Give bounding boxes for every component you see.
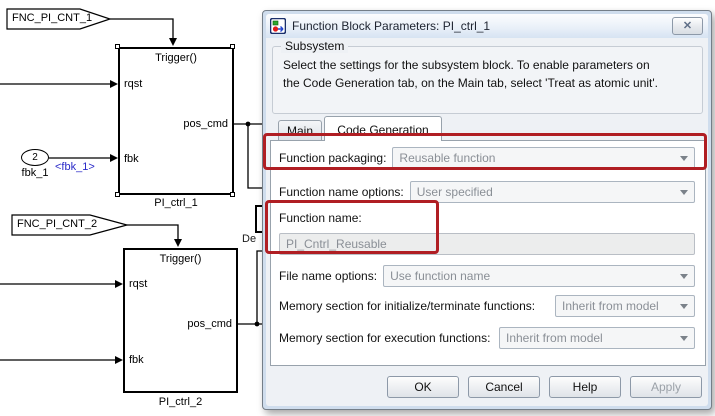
trigger-port-label: Trigger() xyxy=(159,253,202,265)
dialog-buttons: OK Cancel Help Apply xyxy=(387,376,702,398)
file-name-options-dropdown[interactable]: Use function name xyxy=(383,265,695,287)
groupbox-title: Subsystem xyxy=(281,39,349,53)
memory-exec-dropdown[interactable]: Inherit from model xyxy=(499,327,695,349)
help-button[interactable]: Help xyxy=(549,376,621,398)
function-packaging-dropdown[interactable]: Reusable function xyxy=(392,147,695,169)
dialog-title: Function Block Parameters: PI_ctrl_1 xyxy=(292,19,491,33)
block2-name: PI_ctrl_2 xyxy=(158,396,203,408)
rqst-port-label: rqst xyxy=(129,278,148,290)
cancel-button[interactable]: Cancel xyxy=(468,376,540,398)
selection-handle[interactable] xyxy=(230,44,235,49)
function-name-label: Function name: xyxy=(279,211,362,225)
rqst-port-label: rqst xyxy=(124,78,143,90)
file-name-options-value: Use function name xyxy=(390,269,491,283)
selection-handle[interactable] xyxy=(115,192,120,197)
trigger-port-label: Trigger() xyxy=(155,52,197,64)
ok-button[interactable]: OK xyxy=(387,376,459,398)
memory-init-dropdown[interactable]: Inherit from model xyxy=(555,295,695,317)
description-line-2: the Code Generation tab, on the Main tab… xyxy=(283,76,659,90)
block1-name: PI_ctrl_1 xyxy=(154,197,198,209)
function-name-input[interactable]: PI_Cntrl_Reusable xyxy=(279,233,695,255)
apply-button[interactable]: Apply xyxy=(630,376,702,398)
memory-exec-label: Memory section for execution functions: xyxy=(279,331,491,345)
dialog-content: Subsystem Select the settings for the su… xyxy=(266,38,708,406)
chevron-down-icon xyxy=(680,274,688,279)
subsystem-block-pi-ctrl-2[interactable]: Trigger() rqst fbk pos_cmd xyxy=(123,248,238,393)
goto-tag-1-shape xyxy=(6,8,112,30)
description-line-1: Select the settings for the subsystem bl… xyxy=(283,58,650,72)
function-packaging-label: Function packaging: xyxy=(279,151,387,165)
partially-hidden-text: De xyxy=(242,233,257,245)
pos-cmd-port-label: pos_cmd xyxy=(183,118,228,130)
memory-exec-value: Inherit from model xyxy=(506,331,603,345)
chevron-down-icon xyxy=(680,190,688,195)
chevron-down-icon xyxy=(680,156,688,161)
tab-code-generation[interactable]: Code Generation xyxy=(324,116,442,141)
function-name-options-label: Function name options: xyxy=(279,185,404,199)
selection-handle[interactable] xyxy=(115,44,120,49)
subsystem-groupbox: Subsystem Select the settings for the su… xyxy=(272,39,703,114)
dialog-titlebar[interactable]: Function Block Parameters: PI_ctrl_1 ✕ xyxy=(266,14,708,38)
memory-init-value: Inherit from model xyxy=(562,299,659,313)
fbk-port-label: fbk xyxy=(124,153,139,165)
subsystem-block-pi-ctrl-1[interactable]: Trigger() rqst fbk pos_cmd xyxy=(118,47,234,195)
goto-tag-2[interactable]: FNC_PI_CNT_2 xyxy=(17,218,98,230)
fbk-port-label: fbk xyxy=(129,354,144,366)
close-icon[interactable]: ✕ xyxy=(672,17,703,35)
function-packaging-value: Reusable function xyxy=(399,151,496,165)
goto-tag-1[interactable]: FNC_PI_CNT_1 xyxy=(12,12,93,24)
goto-tag-2-shape xyxy=(11,214,130,236)
inport-block[interactable]: 2 xyxy=(21,149,49,166)
chevron-down-icon xyxy=(680,304,688,309)
function-block-parameters-dialog: Function Block Parameters: PI_ctrl_1 ✕ S… xyxy=(262,10,712,410)
function-name-options-dropdown[interactable]: User specified xyxy=(409,181,695,203)
pos-cmd-port-label: pos_cmd xyxy=(187,318,232,330)
tab-main[interactable]: Main xyxy=(278,120,322,140)
code-generation-panel: Function packaging: Reusable function Fu… xyxy=(270,140,706,366)
file-name-options-label: File name options: xyxy=(279,269,378,283)
signal-label: <fbk_1> xyxy=(55,161,95,173)
inport-name: fbk_1 xyxy=(21,167,49,179)
chevron-down-icon xyxy=(680,336,688,341)
memory-init-label: Memory section for initialize/terminate … xyxy=(279,299,536,313)
function-name-options-value: User specified xyxy=(416,185,493,199)
selection-handle[interactable] xyxy=(230,192,235,197)
simulink-icon xyxy=(270,18,286,34)
